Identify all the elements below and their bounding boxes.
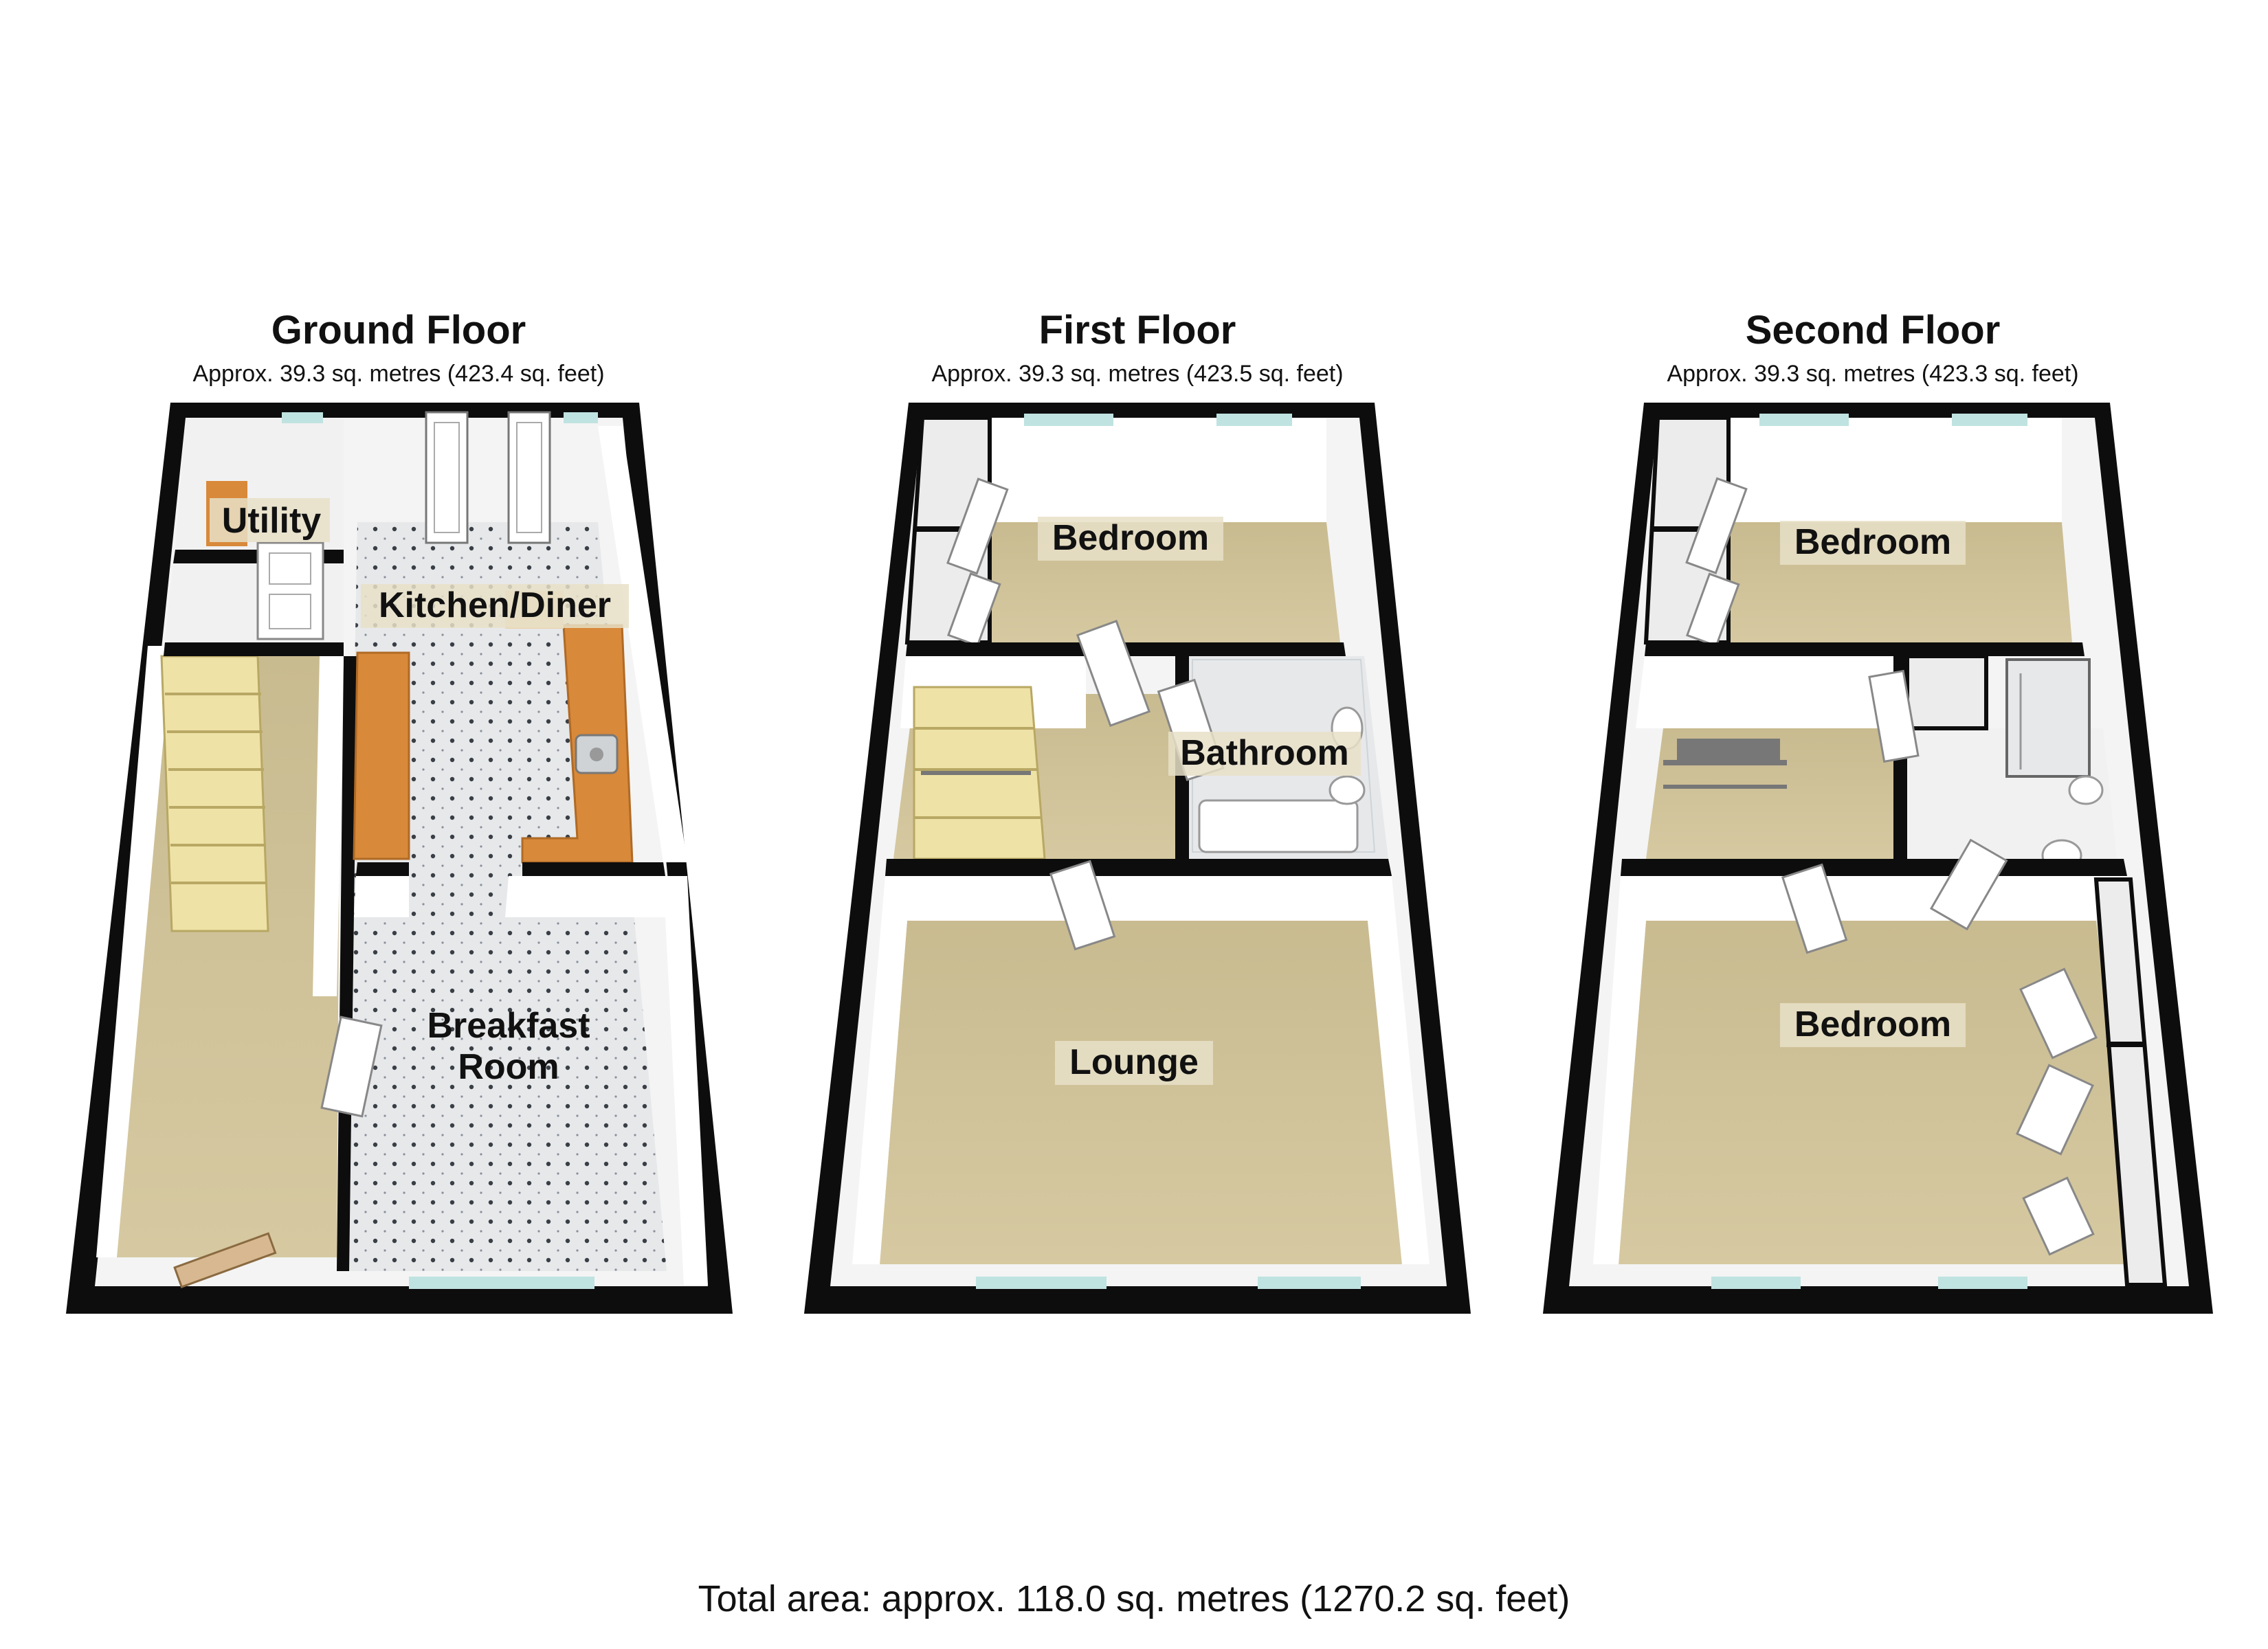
first-bedroom-window-1	[1024, 414, 1113, 426]
kitchen-divider-left	[356, 862, 409, 876]
utility-label-bg	[210, 498, 330, 542]
lounge-floor	[880, 921, 1402, 1264]
ensuite-bedroom-door	[1929, 838, 2008, 931]
second-main-window-2	[1938, 1277, 2027, 1289]
room-label-breakfast-room: Room	[458, 1047, 559, 1087]
second-floor-title: Second Floor	[1746, 308, 2001, 352]
ensuite-cupboard	[1905, 654, 1988, 730]
kitchen-left-worktop	[353, 651, 410, 860]
second-rear-window-1	[1759, 414, 1849, 426]
second-wardrobe-door-1	[1685, 477, 1748, 574]
wc-divider	[164, 642, 344, 656]
room-label-breakfast: Breakfast	[427, 1006, 590, 1046]
second-main-divider	[1621, 859, 2127, 876]
hall-kitchen-wall-face	[313, 656, 344, 996]
first-floor-area: Approx. 39.3 sq. metres (423.5 sq. feet)	[931, 361, 1343, 387]
second-main-window-1	[1711, 1277, 1801, 1289]
breakfast-right-wall	[663, 876, 708, 1285]
kitchen-window	[564, 412, 598, 423]
room-label-first-bedroom: Bedroom	[1052, 518, 1209, 558]
second-stair-void	[1677, 739, 1780, 763]
utility-door-panel	[269, 552, 311, 585]
kitchen-divider-right-face	[505, 876, 670, 917]
first-bedroom-window-2	[1216, 414, 1292, 426]
second-rear-label-bg	[1780, 521, 1966, 565]
utility-door-panel-lower	[269, 594, 311, 629]
kitchen-divider-right	[522, 862, 665, 876]
second-main-wardrobe-door-2	[2016, 1064, 2094, 1156]
french-door-left	[425, 411, 469, 544]
lounge-right-wall	[1368, 876, 1430, 1264]
room-label-second-main-bedroom: Bedroom	[1794, 1005, 1951, 1044]
second-main-left-wall	[1593, 876, 1646, 1264]
ground-floor: Ground Floor Approx. 39.3 sq. metres (42…	[66, 308, 733, 1314]
second-main-wardrobe	[2093, 877, 2168, 1287]
front-door	[173, 1232, 277, 1288]
first-wardrobe-door-2	[947, 572, 1001, 647]
second-main-wardrobe-door-3	[2022, 1176, 2095, 1256]
second-wardrobe-door-2	[1685, 572, 1740, 647]
first-floor-title: First Floor	[1039, 308, 1236, 352]
first-floor: First Floor Approx. 39.3 sq. metres (423…	[804, 308, 1471, 1314]
kitchen-divider-left-face	[354, 876, 409, 917]
breakfast-door	[320, 1016, 383, 1118]
total-area: Total area: approx. 118.0 sq. metres (12…	[698, 1578, 1570, 1619]
sink-drain	[590, 748, 603, 761]
second-floor: Second Floor Approx. 39.3 sq. metres (42…	[1543, 308, 2213, 1314]
room-label-lounge: Lounge	[1069, 1042, 1199, 1082]
room-label-utility: Utility	[222, 501, 322, 541]
second-rear-window-2	[1952, 414, 2027, 426]
kitchen-label-bg	[361, 584, 629, 628]
second-main-bedroom-door	[1781, 863, 1848, 954]
second-main-bedroom-floor	[1619, 921, 2137, 1264]
bathroom-bath	[1198, 799, 1359, 853]
second-main-back-wall	[1621, 876, 2127, 921]
first-bedroom-wall-back	[990, 418, 1326, 522]
hall-left-wall	[96, 646, 172, 1257]
first-bedroom-label-bg	[1038, 517, 1223, 561]
french-door-right-panel	[516, 422, 542, 533]
ground-bottom-window	[409, 1277, 594, 1289]
second-main-label-bg	[1780, 1003, 1966, 1047]
landing-door	[1076, 620, 1151, 727]
french-door-left-panel	[434, 422, 460, 533]
ensuite-shower	[2005, 658, 2091, 778]
lounge-back-wall	[885, 876, 1392, 921]
room-label-kitchen-diner: Kitchen/Diner	[379, 585, 611, 625]
lounge-window-1	[976, 1277, 1107, 1289]
lounge-label-bg	[1055, 1041, 1213, 1085]
ensuite-basin	[2068, 775, 2104, 805]
lounge-left-wall	[852, 876, 907, 1264]
second-rear-divider	[1645, 642, 2084, 656]
ground-stairs	[160, 655, 269, 932]
utility-window	[282, 412, 323, 423]
second-main-wardrobe-door-1	[2019, 967, 2098, 1059]
bathroom-basin	[1328, 775, 1366, 805]
ground-floor-area: Approx. 39.3 sq. metres (423.4 sq. feet)	[192, 361, 604, 387]
room-label-bathroom: Bathroom	[1180, 733, 1349, 773]
first-wardrobe-door-1	[946, 478, 1009, 575]
second-rear-bedroom-back	[1728, 418, 2062, 522]
utility-door	[256, 541, 324, 640]
second-landing-wall	[1636, 656, 1893, 728]
second-floor-area: Approx. 39.3 sq. metres (423.3 sq. feet)	[1667, 361, 2078, 387]
lounge-divider	[885, 859, 1392, 876]
lounge-window-2	[1258, 1277, 1361, 1289]
lounge-door	[1049, 860, 1116, 951]
ensuite-door	[1868, 669, 1920, 763]
bathroom-tiles	[1192, 659, 1376, 853]
hall-kitchen-wall	[337, 656, 357, 1271]
room-label-second-rear-bedroom: Bedroom	[1794, 522, 1951, 562]
bathroom-label-bg	[1168, 732, 1361, 776]
french-door-right	[507, 411, 551, 544]
kitchen-right-wall	[598, 426, 687, 862]
ground-floor-title: Ground Floor	[271, 308, 526, 352]
